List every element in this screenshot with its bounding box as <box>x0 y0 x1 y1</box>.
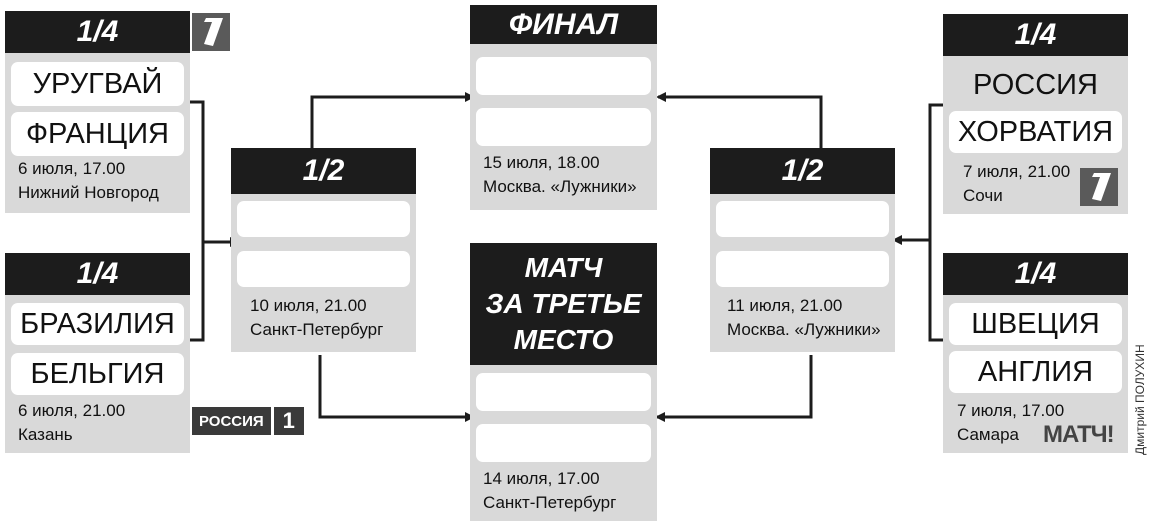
match-info: 7 июля, 21.00 Сочи <box>963 160 1070 208</box>
third-place-card: МАТЧ ЗА ТРЕТЬЕ МЕСТО 14 июля, 17.00 Санк… <box>470 243 657 521</box>
team-pill-empty <box>476 108 651 146</box>
match-date: 7 июля, 21.00 <box>963 162 1071 181</box>
connector-qf3-sf2 <box>928 103 943 342</box>
stage-label-line: МЕСТО <box>513 324 614 355</box>
team-name: ШВЕЦИЯ <box>971 307 1100 340</box>
match-venue: Сочи <box>963 186 1003 205</box>
quarterfinal-1-header: 1/4 <box>5 11 190 53</box>
team-pill-empty <box>716 251 889 287</box>
connector-sf2-third <box>655 355 813 422</box>
team-pill-empty <box>476 57 651 95</box>
stage-label: 1/2 <box>781 154 824 187</box>
final-header: ФИНАЛ <box>470 5 657 44</box>
team-name: АНГЛИЯ <box>977 355 1094 388</box>
match-venue: Нижний Новгород <box>18 183 159 202</box>
match-venue: Москва. «Лужники» <box>483 177 637 196</box>
team-pill-plain: РОССИЯ <box>949 62 1122 108</box>
semifinal-1-header: 1/2 <box>231 148 416 194</box>
team-pill: ШВЕЦИЯ <box>949 303 1122 345</box>
team-pill-empty <box>716 201 889 237</box>
team-name: ХОРВАТИЯ <box>957 115 1114 148</box>
match-venue: Санкт-Петербург <box>483 493 617 512</box>
match-date: 6 июля, 21.00 <box>18 401 126 420</box>
match-venue: Москва. «Лужники» <box>727 320 881 339</box>
match-venue: Казань <box>18 425 73 444</box>
team-pill-empty <box>476 373 651 411</box>
team-pill-empty <box>237 251 410 287</box>
match-venue: Санкт-Петербург <box>250 320 384 339</box>
connector-sf1-third <box>318 355 475 422</box>
team-name: РОССИЯ <box>973 68 1098 101</box>
quarterfinal-2-header: 1/4 <box>5 253 190 295</box>
match-date: 14 июля, 17.00 <box>483 469 600 488</box>
connector-sf2-final <box>656 92 823 148</box>
team-pill: АНГЛИЯ <box>949 351 1122 393</box>
stage-label: 1/4 <box>76 15 119 48</box>
team-pill: БЕЛЬГИЯ <box>11 353 184 395</box>
match-date: 7 июля, 17.00 <box>957 401 1065 420</box>
team-pill: БРАЗИЛИЯ <box>11 303 184 345</box>
author-credit: Дмитрий ПОЛУХИН <box>1133 344 1147 455</box>
match-info: 10 июля, 21.00 Санкт-Петербург <box>250 294 383 342</box>
match-info: 15 июля, 18.00 Москва. «Лужники» <box>483 151 637 199</box>
quarterfinal-4-card: 1/4 ШВЕЦИЯ АНГЛИЯ 7 июля, 17.00 Самара М… <box>943 253 1128 453</box>
semifinal-1-card: 1/2 10 июля, 21.00 Санкт-Петербург <box>231 148 416 352</box>
team-pill: ХОРВАТИЯ <box>949 111 1122 153</box>
team-name: БРАЗИЛИЯ <box>20 307 175 340</box>
stage-label-line: МАТЧ <box>524 252 603 283</box>
match-date: 10 июля, 21.00 <box>250 296 367 315</box>
rossiya-logo-word: РОССИЯ <box>192 407 271 435</box>
match-info: 6 июля, 17.00 Нижний Новгород <box>18 157 159 205</box>
stage-label: 1/4 <box>1014 18 1057 51</box>
team-pill: УРУГВАЙ <box>11 62 184 106</box>
final-card: ФИНАЛ 15 июля, 18.00 Москва. «Лужники» <box>470 5 657 210</box>
stage-label: 1/2 <box>302 154 345 187</box>
team-pill-empty <box>237 201 410 237</box>
third-place-header: МАТЧ ЗА ТРЕТЬЕ МЕСТО <box>470 243 657 365</box>
quarterfinal-4-header: 1/4 <box>943 253 1128 295</box>
team-name: БЕЛЬГИЯ <box>30 357 165 390</box>
channel-one-icon <box>192 13 230 51</box>
match-venue: Самара <box>957 425 1019 444</box>
semifinal-2-card: 1/2 11 июля, 21.00 Москва. «Лужники» <box>710 148 895 352</box>
connector-qf1-sf1 <box>190 100 205 342</box>
quarterfinal-2-card: 1/4 БРАЗИЛИЯ БЕЛЬГИЯ 6 июля, 21.00 Казан… <box>5 253 190 453</box>
match-info: 7 июля, 17.00 Самара <box>957 399 1064 447</box>
channel-one-icon <box>1080 168 1118 206</box>
match-info: 6 июля, 21.00 Казань <box>18 399 125 447</box>
stage-label: 1/4 <box>1014 257 1057 290</box>
match-tv-icon: МАТЧ! <box>1043 421 1115 448</box>
team-pill: ФРАНЦИЯ <box>11 112 184 156</box>
stage-label: ФИНАЛ <box>508 7 619 41</box>
rossiya-1-icon: РОССИЯ 1 <box>192 407 304 435</box>
quarterfinal-1-card: 1/4 УРУГВАЙ ФРАНЦИЯ 6 июля, 17.00 Нижний… <box>5 11 190 213</box>
team-name: УРУГВАЙ <box>32 67 163 100</box>
team-name: ФРАНЦИЯ <box>26 117 169 150</box>
semifinal-2-header: 1/2 <box>710 148 895 194</box>
match-date: 6 июля, 17.00 <box>18 159 126 178</box>
match-info: 11 июля, 21.00 Москва. «Лужники» <box>727 294 881 342</box>
match-date: 11 июля, 21.00 <box>727 296 843 315</box>
match-date: 15 июля, 18.00 <box>483 153 600 172</box>
quarterfinal-3-card: 1/4 РОССИЯ ХОРВАТИЯ 7 июля, 21.00 Сочи <box>943 14 1128 214</box>
team-pill-empty <box>476 424 651 462</box>
stage-label: 1/4 <box>76 257 119 290</box>
match-info: 14 июля, 17.00 Санкт-Петербург <box>483 467 616 515</box>
quarterfinal-3-header: 1/4 <box>943 14 1128 56</box>
connector-sf1-final <box>310 92 475 148</box>
stage-label-line: ЗА ТРЕТЬЕ <box>485 288 642 319</box>
rossiya-logo-number: 1 <box>273 407 304 435</box>
